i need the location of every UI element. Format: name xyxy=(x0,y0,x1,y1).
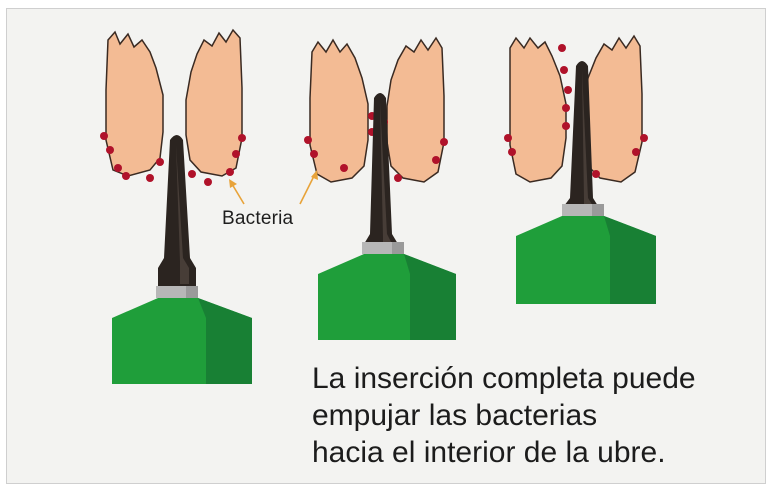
panel-3 xyxy=(504,36,656,304)
caption: La inserción completa puede empujar las … xyxy=(312,360,696,471)
caption-line-3: hacia el interior de la ubre. xyxy=(312,434,696,471)
caption-line-2: empujar las bacterias xyxy=(312,397,696,434)
panel-1 xyxy=(100,30,252,384)
caption-line-1: La inserción completa puede xyxy=(312,360,696,397)
teat-wall-right xyxy=(584,36,642,182)
teat-wall-left xyxy=(106,32,163,176)
teat-wall-left xyxy=(510,38,566,182)
bacteria-pointer-arrows xyxy=(229,170,318,204)
panel-2 xyxy=(304,38,456,340)
bacteria-label: Bacteria xyxy=(222,208,293,230)
teat-wall-left xyxy=(310,40,368,182)
